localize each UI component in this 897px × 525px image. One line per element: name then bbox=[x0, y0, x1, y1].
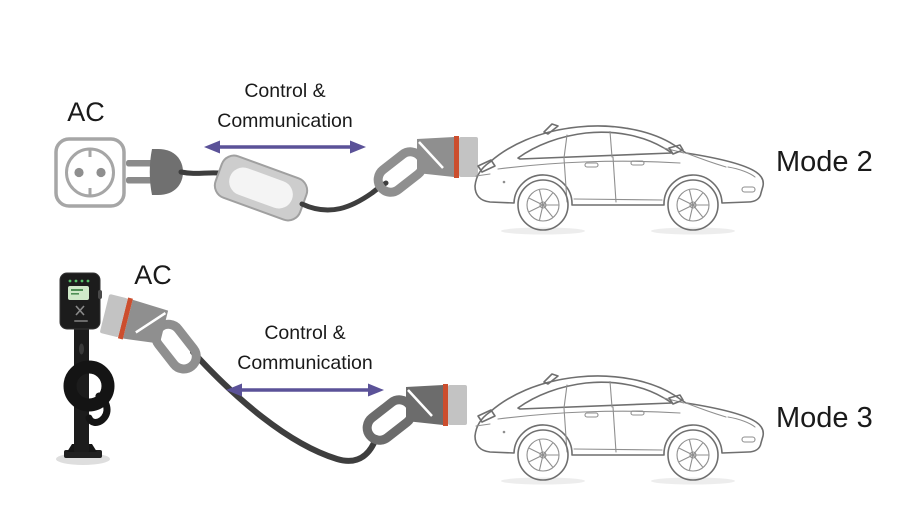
control-communication-label: Control & Communication bbox=[205, 318, 405, 378]
control-communication-line1: Control & bbox=[244, 80, 326, 102]
charging-cable bbox=[299, 180, 389, 213]
car-side-icon bbox=[475, 374, 763, 485]
incable-control-box-icon bbox=[213, 154, 309, 222]
schuko-socket-icon bbox=[54, 137, 126, 208]
ac-source-label: AC bbox=[67, 97, 105, 127]
charging-cable bbox=[190, 349, 379, 464]
control-communication-line2: Communication bbox=[217, 110, 353, 132]
control-communication-arrow bbox=[204, 140, 366, 154]
mains-plug-icon bbox=[126, 149, 183, 195]
charging-connector-icon bbox=[100, 294, 201, 374]
car-side-icon bbox=[475, 124, 763, 235]
control-communication-label: Control & Communication bbox=[185, 76, 385, 136]
charging-connector-icon bbox=[362, 384, 467, 445]
control-communication-line2: Communication bbox=[237, 352, 373, 374]
mode-3-label: Mode 3 bbox=[776, 402, 873, 434]
ac-source-label: AC bbox=[134, 260, 172, 290]
charging-connector-icon bbox=[373, 136, 478, 197]
control-communication-arrow bbox=[226, 383, 384, 397]
mode-2-label: Mode 2 bbox=[776, 146, 873, 178]
charging-cable bbox=[178, 169, 222, 176]
charging-station-icon bbox=[56, 272, 115, 465]
control-communication-line1: Control & bbox=[264, 322, 346, 344]
